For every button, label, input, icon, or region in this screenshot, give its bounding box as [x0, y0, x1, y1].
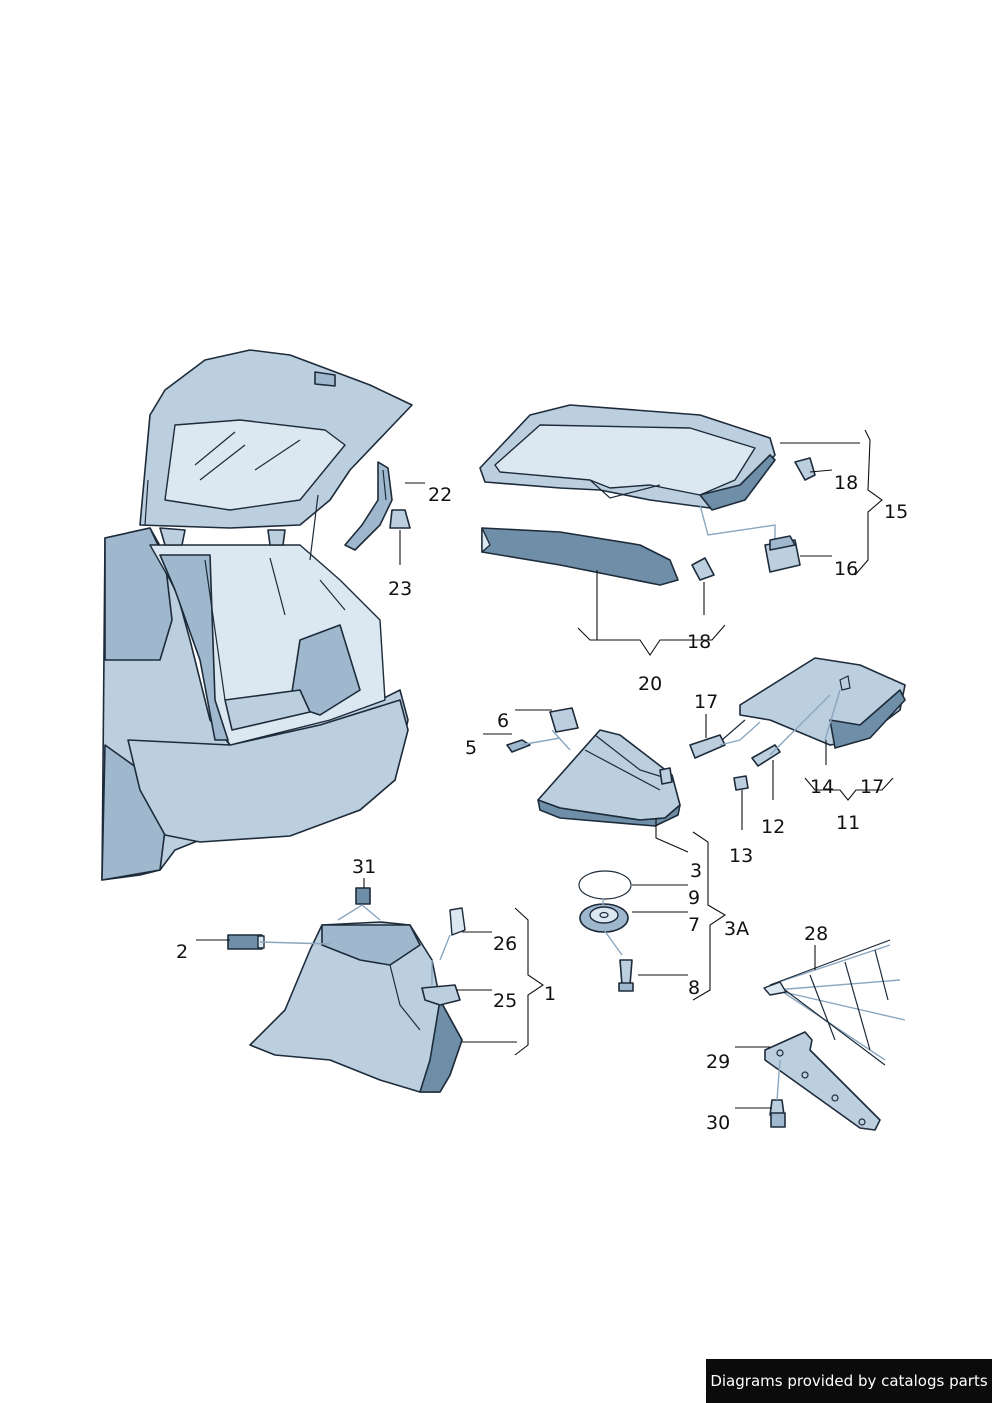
holder-16 — [764, 535, 801, 573]
callout-16: 16 — [834, 558, 858, 580]
bolt-26 — [449, 907, 466, 936]
clip-6 — [549, 707, 579, 733]
screw-30 — [769, 1099, 786, 1128]
screw-5 — [506, 739, 531, 753]
callout-2: 2 — [176, 941, 188, 963]
callout-31: 31 — [352, 856, 376, 878]
credit-banner: Diagrams provided by catalogs parts — [706, 1359, 992, 1403]
clip-18-lower — [691, 557, 715, 581]
parcel-shelf-15 — [479, 404, 776, 545]
cover-strip-20 — [481, 527, 679, 586]
callout-30: 30 — [706, 1112, 730, 1134]
callout-23: 23 — [388, 578, 412, 600]
bracket-29 — [764, 1031, 881, 1131]
callout-29: 29 — [706, 1051, 730, 1073]
plug-2 — [227, 934, 265, 950]
callout-25: 25 — [493, 990, 517, 1012]
callout-20: 20 — [638, 673, 662, 695]
ring-9 — [578, 870, 632, 900]
callout-22: 22 — [428, 484, 452, 506]
callout-1: 1 — [544, 983, 556, 1005]
cap-31 — [355, 887, 371, 905]
luggage-net-28 — [763, 939, 906, 1066]
callout-15: 15 — [884, 501, 908, 523]
callout-14: 14 — [810, 776, 834, 798]
callout-7: 7 — [688, 914, 700, 936]
side-trim-1 — [249, 921, 463, 1093]
trim-strip-22 — [344, 461, 393, 551]
callout-3: 3 — [690, 860, 702, 882]
pin-12 — [751, 744, 781, 767]
speaker-7 — [579, 903, 629, 933]
callout-12: 12 — [761, 816, 785, 838]
hook-25 — [421, 984, 461, 1006]
clip-23 — [389, 509, 411, 529]
callout-13: 13 — [729, 845, 753, 867]
cap-13 — [733, 775, 749, 791]
callout-8: 8 — [688, 977, 700, 999]
callout-18-lower: 18 — [687, 631, 711, 653]
callout-17-lower: 17 — [860, 776, 884, 798]
callout-17-upper: 17 — [694, 691, 718, 713]
callout-5: 5 — [465, 737, 477, 759]
callout-3a: 3A — [724, 918, 749, 940]
speaker-cover-3 — [537, 729, 681, 827]
cover-11 — [739, 657, 906, 749]
handle-17 — [689, 719, 746, 759]
callout-6: 6 — [497, 710, 509, 732]
callout-18-upper: 18 — [834, 472, 858, 494]
callout-26: 26 — [493, 933, 517, 955]
vehicle-rear-illustration — [101, 349, 413, 881]
clip-18-upper — [794, 457, 816, 481]
callout-11: 11 — [836, 812, 860, 834]
screw-8 — [618, 959, 634, 992]
callout-28: 28 — [804, 923, 828, 945]
callout-9: 9 — [688, 887, 700, 909]
